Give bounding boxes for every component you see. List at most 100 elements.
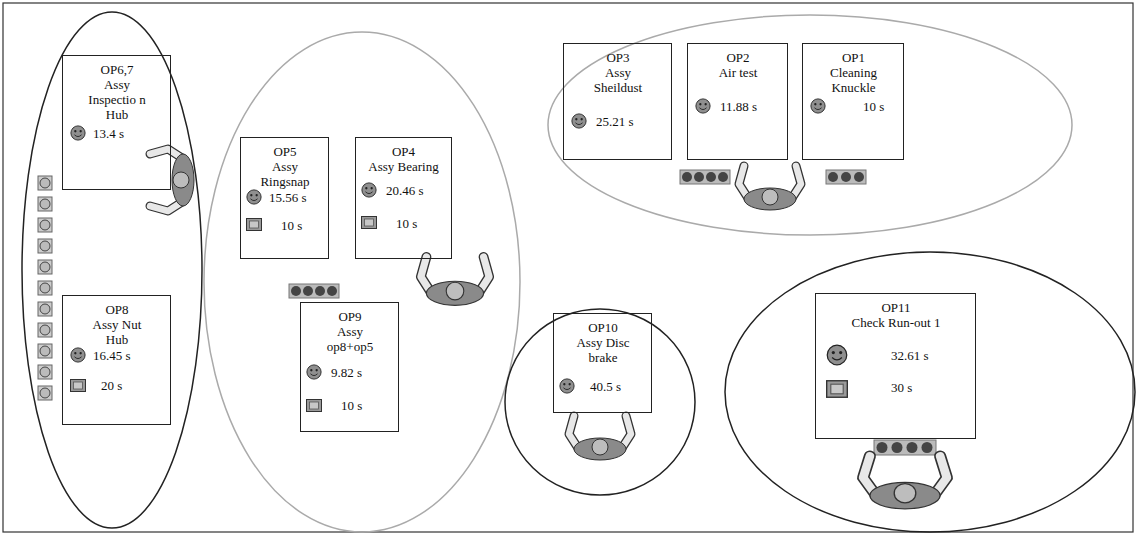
station-code: OP2	[692, 50, 784, 65]
part-row	[874, 440, 936, 455]
part-icon	[706, 172, 716, 182]
part-slot	[38, 386, 52, 400]
part-icon	[40, 283, 50, 293]
part-row	[680, 170, 730, 184]
cell-outline	[22, 12, 202, 528]
operator-figure	[421, 257, 489, 305]
operator-icon	[572, 114, 586, 128]
cycle-time: 16.45 s	[93, 348, 131, 363]
part-icon	[40, 178, 50, 188]
process-box: OP4Assy Bearing20.46 s10 s	[355, 137, 452, 259]
process-box: OP8Assy Nut Hub16.45 s20 s	[62, 295, 171, 425]
station-task: Assy Ringsnap	[250, 159, 320, 189]
operator-figure	[150, 149, 194, 211]
part-slot	[38, 281, 52, 295]
cycle-time: 9.82 s	[331, 365, 362, 380]
part-strip	[826, 170, 866, 184]
part-icon	[40, 346, 50, 356]
machine-icon	[307, 400, 322, 412]
part-icon	[841, 172, 851, 182]
part-slot	[38, 197, 52, 211]
cycle-time: 13.4 s	[93, 126, 124, 141]
operator-figure	[569, 416, 631, 460]
station-task: Assy op8+op5	[318, 324, 382, 354]
part-slot	[38, 344, 52, 358]
station-task: Cleaning Knuckle	[818, 65, 890, 95]
cycle-time: 40.5 s	[590, 379, 621, 394]
machine-icon	[247, 219, 262, 231]
part-column	[38, 176, 52, 400]
part-icon	[40, 220, 50, 230]
process-box: OP3Assy Sheildust25.21 s	[563, 43, 672, 160]
station-code: OP9	[305, 309, 395, 324]
operator-figure	[863, 456, 947, 509]
process-box: OP6,7Assy Inspectio n Hub13.4 s	[62, 55, 171, 190]
cycle-time: 30 s	[891, 380, 912, 395]
operator-icon	[560, 379, 574, 393]
process-box: OP5Assy Ringsnap15.56 s 10 s	[240, 137, 329, 259]
station-code: OP4	[360, 144, 447, 159]
part-icon	[291, 286, 301, 296]
cycle-time: 11.88 s	[720, 99, 757, 114]
process-box: OP9Assy op8+op5 9.82 s 10 s	[300, 302, 399, 432]
part-row	[289, 284, 339, 298]
cycle-time: 10 s	[281, 218, 302, 233]
cell-outline	[725, 252, 1135, 532]
cell-outline	[204, 32, 520, 532]
cycle-time: 15.56 s	[269, 190, 307, 205]
process-box: OP1Cleaning Knuckle10 s	[802, 43, 904, 160]
part-icon	[40, 241, 50, 251]
operator-icon	[71, 126, 85, 140]
part-icon	[694, 172, 704, 182]
part-icon	[718, 172, 728, 182]
part-slot	[38, 323, 52, 337]
part-icon	[40, 367, 50, 377]
part-strip	[680, 170, 730, 184]
part-icon	[877, 442, 888, 453]
cycle-time: 32.61 s	[891, 348, 929, 363]
part-icon	[907, 442, 918, 453]
cell-outline	[548, 15, 1072, 235]
part-row	[826, 170, 866, 184]
part-icon	[854, 172, 864, 182]
process-box: OP2Air test 11.88 s	[687, 43, 788, 160]
process-box: OP11Check Run-out 132.61 s30 s	[815, 293, 976, 439]
station-code: OP8	[67, 302, 167, 317]
part-slot	[38, 176, 52, 190]
part-icon	[892, 442, 903, 453]
station-task: Assy Sheildust	[582, 65, 654, 95]
station-task: Assy Nut Hub	[86, 317, 148, 347]
station-task: Check Run-out 1	[821, 315, 971, 330]
cycle-time: 10 s	[396, 216, 417, 231]
station-code: OP6,7	[67, 62, 167, 77]
operator-icon	[71, 348, 85, 362]
station-code: OP5	[245, 144, 325, 159]
operator-figure	[739, 166, 801, 210]
part-slot	[38, 218, 52, 232]
part-icon	[828, 172, 838, 182]
operator-icon	[827, 345, 847, 365]
cycle-time: 20.46 s	[386, 183, 424, 198]
operator-icon	[362, 183, 376, 197]
station-task: Air test	[693, 65, 783, 80]
cycle-time: 10 s	[341, 398, 362, 413]
station-task: Assy Disc brake	[567, 335, 639, 365]
outer-frame	[3, 3, 1133, 532]
part-icon	[303, 286, 313, 296]
station-code: OP1	[807, 50, 900, 65]
part-slot	[38, 365, 52, 379]
part-slot	[38, 302, 52, 316]
operator-icon	[696, 99, 710, 113]
machine-icon	[827, 381, 848, 398]
cell-outline	[505, 309, 695, 495]
part-slot	[38, 239, 52, 253]
machine-icon	[362, 217, 377, 229]
part-strip	[289, 284, 339, 298]
operator-icon	[811, 99, 825, 113]
part-strip	[874, 440, 936, 455]
operator-icon	[307, 365, 321, 379]
part-icon	[922, 442, 933, 453]
